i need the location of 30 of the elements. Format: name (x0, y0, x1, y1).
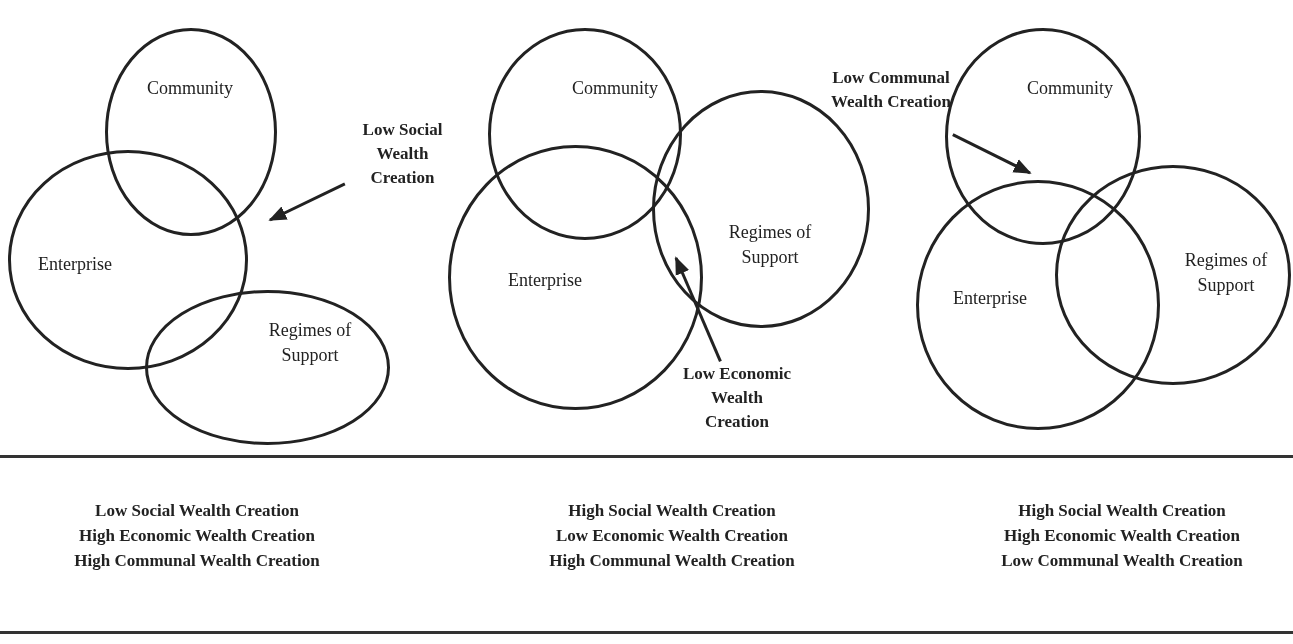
circle-label: Enterprise (507, 269, 583, 292)
leader-arrow (268, 182, 346, 222)
venn-circle (488, 28, 682, 240)
leader-arrow (952, 133, 1032, 175)
circle-label: Regimes of Support (1183, 249, 1269, 297)
summary-text: Low Communal Wealth Creation (1001, 550, 1243, 572)
circle-label: Regimes of Support (727, 221, 813, 269)
callout-text: Low Economic Wealth Creation (678, 362, 796, 438)
summary-text: High Economic Wealth Creation (1004, 525, 1240, 547)
summary-text: High Communal Wealth Creation (74, 550, 320, 572)
circle-label: Regimes of Support (267, 319, 353, 367)
summary-text: High Social Wealth Creation (1018, 500, 1226, 522)
venn-circle (145, 290, 390, 445)
summary-text: High Communal Wealth Creation (549, 550, 795, 572)
summary-text: Low Economic Wealth Creation (555, 525, 789, 547)
circle-label: Enterprise (952, 287, 1028, 310)
venn-circle (1055, 165, 1291, 385)
summary-text: Low Social Wealth Creation (95, 500, 299, 522)
leader-arrow (674, 256, 722, 362)
circle-label: Community (146, 77, 234, 100)
callout-text: Low Communal Wealth Creation (830, 66, 952, 142)
summary-text: High Social Wealth Creation (568, 500, 776, 522)
circle-label: Community (1026, 77, 1114, 100)
summary-text: High Economic Wealth Creation (79, 525, 315, 547)
venn-circle (105, 28, 277, 236)
venn-circle (916, 180, 1160, 430)
circle-label: Community (571, 77, 659, 100)
venn-circle (8, 150, 248, 370)
callout-text: Low Social Wealth Creation (345, 118, 460, 194)
circle-label: Enterprise (37, 253, 113, 276)
